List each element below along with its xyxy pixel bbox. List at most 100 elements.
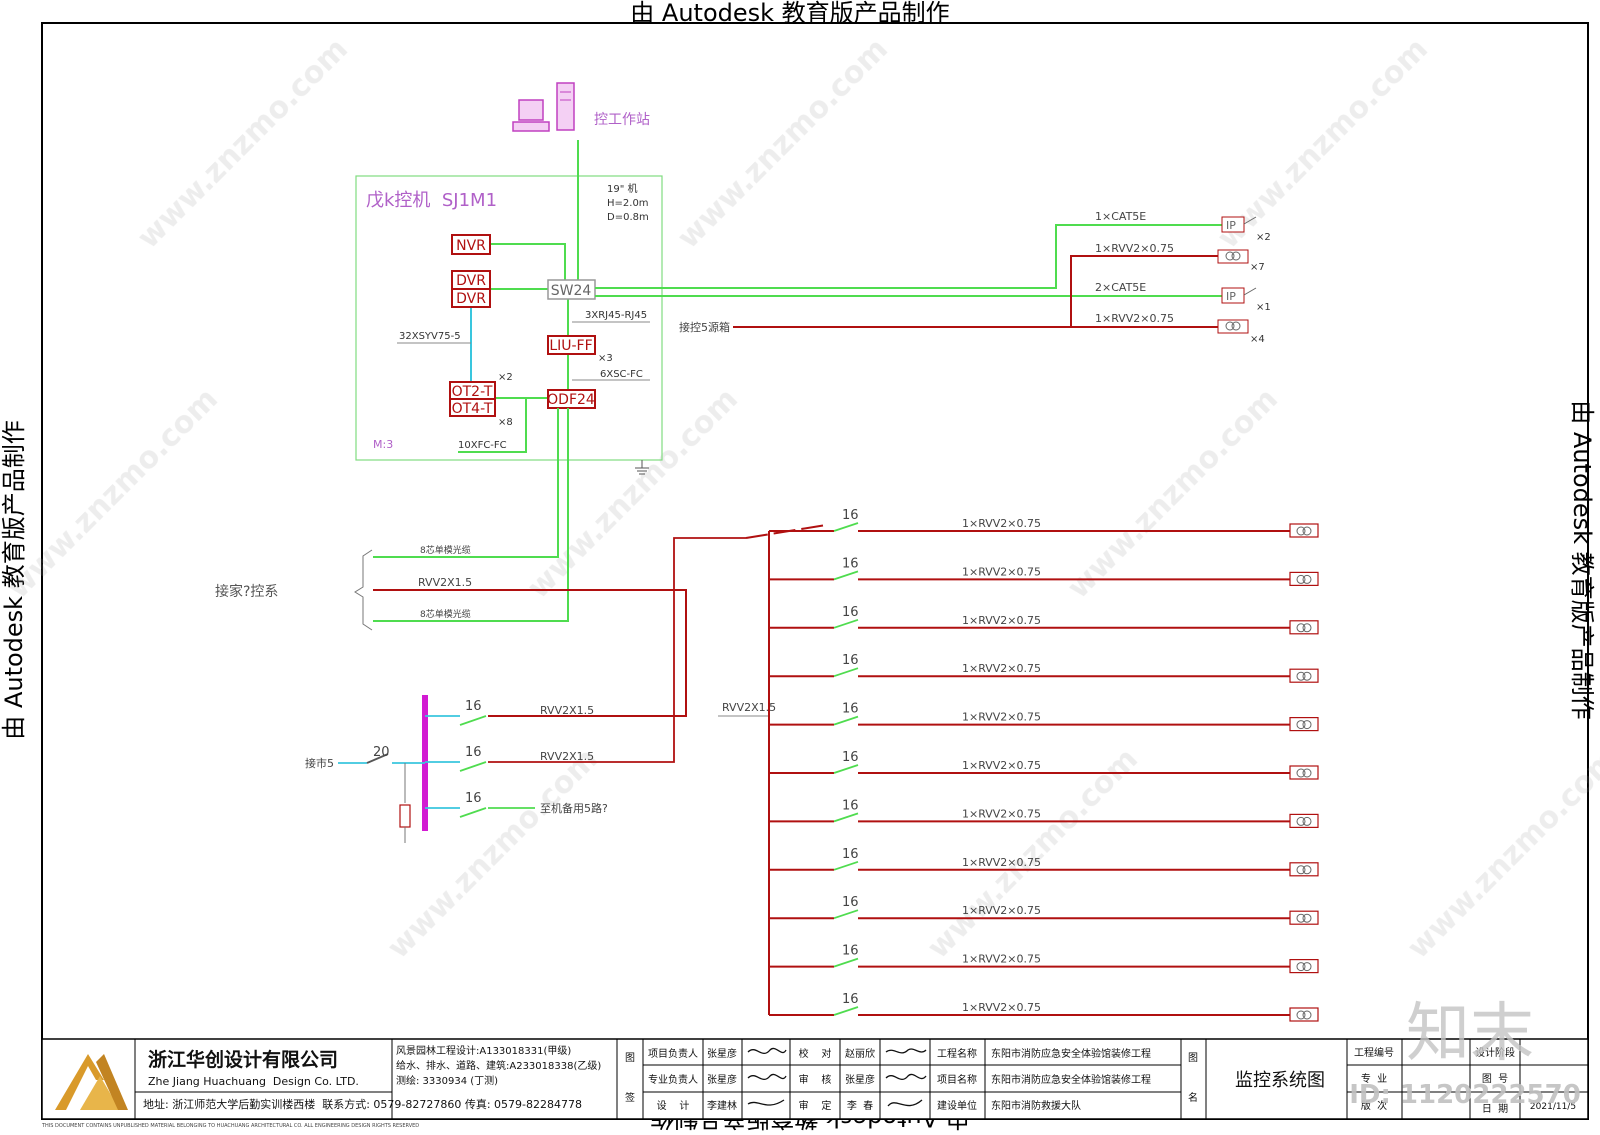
outgoing-circuits (425, 537, 746, 818)
main-breaker-rating: 20 (373, 745, 390, 760)
project-label: 项目名称 (937, 1073, 977, 1086)
role-name: 李建林 (707, 1099, 737, 1112)
check-label: 校 对 (799, 1047, 832, 1060)
external-links (373, 408, 687, 717)
rvv15-label-d: RVV2X1.5 (722, 701, 776, 714)
branch-breaker (833, 618, 859, 629)
branch-rating: 16 (842, 798, 859, 813)
branch-outlet-socket (1302, 816, 1312, 826)
branch-outlet-icon (1289, 765, 1319, 780)
site-watermark: www.znzmo.com (131, 32, 355, 256)
branch-outlet-icon (1289, 958, 1319, 974)
branch-cable-label: 1×RVV2×0.75 (962, 614, 1041, 627)
project-label: 工程名称 (937, 1047, 977, 1060)
mains-feed (338, 753, 425, 843)
cat5e-label-2: 2×CAT5E (1095, 281, 1146, 294)
ot4-qty: ×8 (498, 417, 513, 428)
branch-outlet-socket (1296, 768, 1306, 778)
branch-outlet-icon (1289, 862, 1319, 877)
branch-outlet-icon (1289, 571, 1319, 587)
cat5e-label-1: 1×CAT5E (1095, 210, 1146, 223)
dvr-box-2: DVR (451, 288, 491, 308)
site-watermark: www.znzmo.com (1061, 382, 1285, 606)
coax-label: 32XSYV75-5 (399, 331, 461, 342)
branch-outlet-socket (1302, 526, 1312, 536)
role-label: 项目负责人 (648, 1047, 698, 1060)
rvv15-label-a: RVV2X1.5 (418, 576, 472, 589)
role-name: 张星彦 (707, 1073, 737, 1086)
branch-cable-label: 1×RVV2×0.75 (962, 904, 1041, 917)
ip-qty-2: ×1 (1256, 302, 1271, 313)
branch-cable-label: 1×RVV2×0.75 (962, 662, 1041, 675)
cabinet-tag: M:3 (373, 438, 393, 451)
branch-outlet-icon (1289, 523, 1319, 538)
qualification-1: 风景园林工程设计:A133018331(甲级) (396, 1044, 571, 1057)
branch-cable-label: 1×RVV2×0.75 (962, 856, 1041, 869)
rvv-label-2: 1×RVV2×0.75 (1095, 312, 1174, 325)
sign-label-2: 签 (625, 1091, 635, 1104)
branch-breaker (833, 715, 859, 726)
meta-label: 工程编号 (1354, 1046, 1394, 1059)
svg-text:DVR: DVR (456, 291, 486, 307)
drawing-name-label-2: 名 (1188, 1091, 1198, 1104)
project-value: 东阳市消防应急安全体验馆装修工程 (991, 1073, 1151, 1086)
footnote: THIS DOCUMENT CONTAINS UNPUBLISHED MATER… (41, 1123, 419, 1129)
cabinet-links (458, 140, 579, 453)
nvr-box: NVR (451, 234, 491, 255)
site-watermark: www.znzmo.com (921, 742, 1145, 966)
branch-outlet-socket (1302, 768, 1312, 778)
branch-outlet-socket (1296, 962, 1306, 972)
check-label: 审 定 (799, 1099, 832, 1112)
project-value: 东阳市消防应急安全体验馆装修工程 (991, 1047, 1151, 1060)
svg-text:ODF24: ODF24 (547, 392, 595, 408)
watermark-right: 由 Autodesk 教育版产品制作 (1568, 400, 1596, 719)
id-watermark: ID: 1120222570 (1349, 1080, 1581, 1110)
check-name: 张星彦 (845, 1073, 875, 1086)
breaker-rating-b: 16 (465, 745, 482, 760)
watermark-left: 由 Autodesk 教育版产品制作 (0, 420, 28, 739)
branch-outlet-socket (1296, 816, 1306, 826)
branch-outlet-socket (1296, 913, 1306, 923)
ground-symbol (635, 460, 649, 475)
branch-breaker (833, 570, 859, 581)
role-label: 设 计 (657, 1099, 690, 1112)
breaker-rating-a: 16 (465, 699, 482, 714)
branch-cable-label: 1×RVV2×0.75 (962, 807, 1041, 820)
meta-label: 版 次 (1361, 1099, 1387, 1112)
branch-rating: 16 (842, 992, 859, 1007)
branch-outlet-socket (1296, 671, 1306, 681)
svg-text:DVR: DVR (456, 273, 486, 289)
ot2-box: OT2-T (449, 381, 496, 400)
branch-breaker (833, 909, 859, 920)
branch-cable-label: 1×RVV2×0.75 (962, 565, 1041, 578)
branch-breaker (833, 1006, 859, 1016)
brand-watermark: 知末 (1406, 997, 1534, 1071)
site-watermark: www.znzmo.com (1401, 742, 1600, 966)
branch-breaker (833, 522, 859, 532)
dvr-box-1: DVR (451, 270, 491, 290)
role-label: 专业负责人 (648, 1073, 698, 1086)
check-name: 李 春 (847, 1099, 873, 1112)
meta-label: 专 业 (1361, 1072, 1387, 1085)
branch-outlet-socket (1296, 1010, 1306, 1020)
signatures (747, 1047, 927, 1107)
power-box-label: 接控5源箱 (679, 320, 730, 334)
qualification-2: 给水、排水、道路、建筑:A233018338(乙级) (396, 1059, 601, 1072)
meta-label: 图 号 (1482, 1073, 1508, 1085)
branch-outlet-socket (1302, 623, 1312, 633)
svg-text:IP: IP (1226, 290, 1236, 303)
watermark-top: 由 Autodesk 教育版产品制作 (630, 0, 949, 27)
branch-outlet-icon (1289, 716, 1319, 732)
meta-label: 日 期 (1482, 1103, 1508, 1115)
fiber-label-1: 8芯单模光缆 (420, 544, 471, 556)
drawing-date: 2021/11/5 (1530, 1102, 1576, 1112)
ot2-qty: ×2 (498, 372, 513, 383)
branch-outlet-socket (1302, 913, 1312, 923)
sign-label-1: 图 (625, 1052, 635, 1064)
mains-label: 接市5 (305, 756, 334, 770)
title-block (41, 1038, 1589, 1120)
branch-outlet-socket (1296, 865, 1306, 875)
project-label: 建设单位 (937, 1099, 977, 1112)
qualification-3: 测绘: 3330934 (丁测) (396, 1074, 498, 1087)
